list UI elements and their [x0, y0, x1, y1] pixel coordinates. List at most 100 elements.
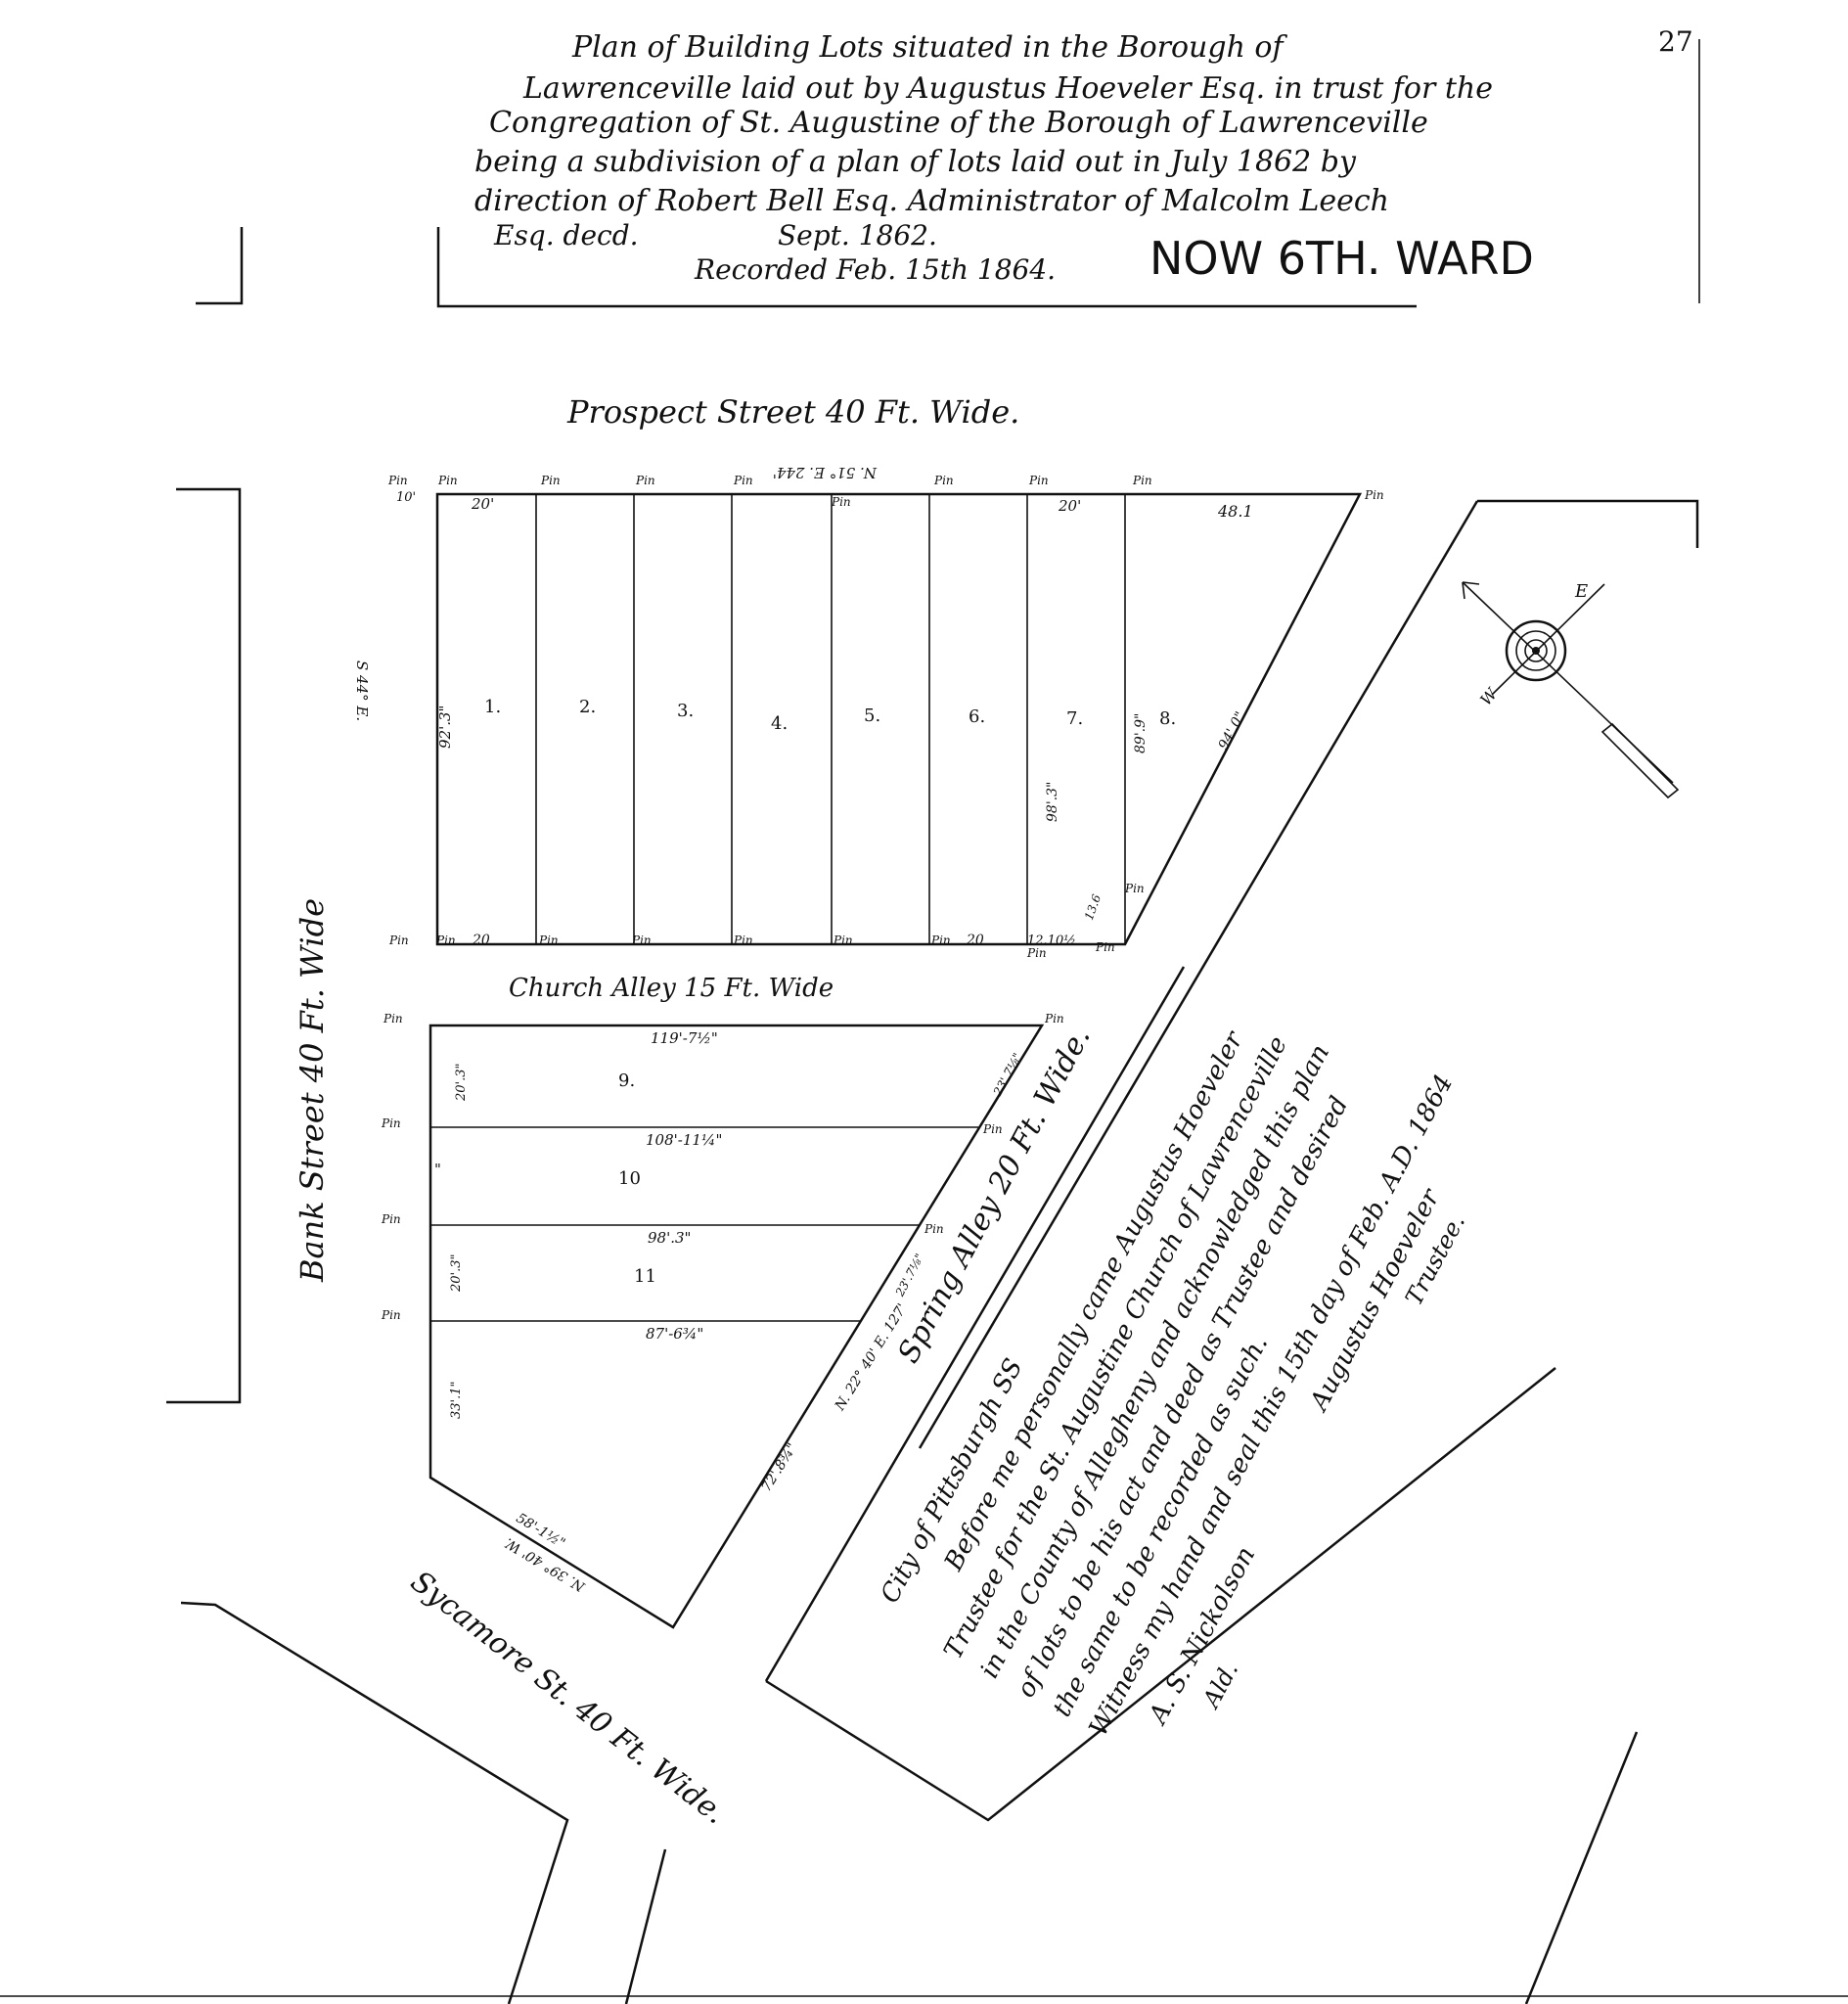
- pin-top-5-below: Pin: [831, 495, 851, 509]
- bank-street-label: Bank Street 40 Ft. Wide: [293, 898, 331, 1283]
- lot9-left-dim: 20'.3": [454, 1064, 469, 1103]
- pin-lot10-left: Pin: [381, 1116, 401, 1130]
- compass-cross-line: [1491, 583, 1605, 696]
- left-side-dim: 92'.3": [436, 706, 454, 749]
- compass-east-label: E: [1574, 581, 1588, 602]
- left-offset-dim: 10': [396, 490, 416, 505]
- pin-lot10-right: Pin: [982, 1122, 1003, 1136]
- title-frame: [436, 227, 1417, 308]
- lot-number-2: 2.: [579, 697, 596, 717]
- pin-bottom-4: Pin: [733, 934, 753, 947]
- top-front-dim: 20': [471, 495, 494, 513]
- ack-witness-title: Ald.: [1196, 1658, 1243, 1713]
- pin-bottom-3: Pin: [631, 934, 652, 947]
- recorded-date: Recorded Feb. 15th 1864.: [694, 253, 1056, 286]
- lower-diag-dim: 72'.8¾": [758, 1440, 800, 1494]
- ward-stamp: NOW 6TH. WARD: [1149, 232, 1534, 285]
- lot10-left-ditto: ": [434, 1161, 441, 1178]
- pin-top-left-outer: Pin: [387, 474, 408, 487]
- pin-lower-left-top: Pin: [383, 1012, 403, 1025]
- pin-bottom-8: Pin: [1095, 940, 1115, 954]
- lot9-top-dim: 119'-7½": [651, 1029, 718, 1047]
- top-front-dim-7: 20': [1058, 497, 1081, 515]
- lot11-top-dim: 98'.3": [648, 1229, 691, 1247]
- pin-bottom-2: Pin: [538, 934, 559, 947]
- left-bearing-dim: S 44° E.: [353, 660, 371, 721]
- lower-block-outline: [428, 1024, 1045, 1629]
- compass-west-label: W: [1476, 684, 1502, 709]
- lot-number-10: 10: [618, 1168, 641, 1189]
- pin-top-7: Pin: [1028, 474, 1049, 487]
- lot10-top-dim: 108'-11¼": [646, 1131, 722, 1149]
- title-line-5: direction of Robert Bell Esq. Administra…: [474, 184, 1389, 218]
- lot11-left-dim: 20'.3": [449, 1254, 464, 1294]
- lot-number-7: 7.: [1066, 708, 1083, 729]
- lot8-depth-dim: 94'.0": [1216, 709, 1249, 752]
- lot-number-6: 6.: [969, 706, 985, 727]
- prospect-street-label: Prospect Street 40 Ft. Wide.: [566, 393, 1019, 431]
- lot-number-8: 8.: [1159, 708, 1176, 729]
- sycamore-lower-line: [624, 1848, 667, 2004]
- east-block-outline: [764, 966, 1556, 1822]
- lot-number-9: 9.: [618, 1070, 635, 1091]
- pin-top-1: Pin: [437, 474, 458, 487]
- pin-top-2: Pin: [540, 474, 561, 487]
- title-line-3: Congregation of St. Augustine of the Bor…: [489, 106, 1428, 140]
- lot-number-11: 11: [634, 1266, 656, 1287]
- pin-corner-8: Pin: [1124, 882, 1145, 895]
- spring-alley-label: Spring Alley 20 Ft. Wide.: [891, 1022, 1098, 1369]
- pin-top-3: Pin: [635, 474, 655, 487]
- lot-number-1: 1.: [484, 697, 501, 717]
- title-line-2: Lawrenceville laid out by Augustus Hoeve…: [522, 71, 1493, 106]
- title-line-4: being a subdivision of a plan of lots la…: [474, 145, 1357, 179]
- bottom-front-dim-7: 12.10½: [1027, 934, 1076, 948]
- bank-street-west-line: [166, 487, 242, 1404]
- bottom-corner-dim: 13.6: [1082, 892, 1104, 922]
- sheet-number: 27: [1658, 25, 1693, 58]
- street-lines: [0, 227, 1848, 2004]
- lower-bottom-bearing: N. 39° 40' W.: [503, 1534, 589, 1595]
- pin-lot11-right: Pin: [924, 1222, 944, 1236]
- pin-bottom-1: Pin: [435, 934, 456, 947]
- title-block: Plan of Building Lots situated in the Bo…: [436, 30, 1700, 308]
- top-bearing-dim: N. 51° E. 244': [773, 464, 878, 481]
- north-arrow-icon: [1462, 581, 1480, 600]
- pin-top-right: Pin: [1364, 488, 1384, 502]
- pin-lot12-left: Pin: [381, 1308, 401, 1322]
- right-step-dim-1: 23'.7⅛": [990, 1051, 1024, 1099]
- spring-alley-east-line: [1477, 499, 1699, 548]
- church-alley-label: Church Alley 15 Ft. Wide: [509, 974, 834, 1003]
- lot-number-4: 4.: [771, 713, 788, 734]
- sycamore-street-label: Sycamore St. 40 Ft. Wide.: [404, 1565, 732, 1832]
- title-line-6: Esq. decd.: [493, 219, 639, 251]
- pin-bottom-7: Pin: [1026, 946, 1047, 960]
- ack-line-5: of lots to be his act and deed as Truste…: [1012, 1092, 1355, 1703]
- compass-ring-outer: [1505, 619, 1567, 682]
- pin-top-8: Pin: [1132, 474, 1152, 487]
- pin-lower-right-top: Pin: [1044, 1012, 1064, 1025]
- pin-lot11-left: Pin: [381, 1212, 401, 1226]
- lot12-top-dim: 87'-6¾": [646, 1325, 703, 1343]
- spring-alley-diagonal-east: [918, 500, 1479, 1449]
- compass-center: [1532, 647, 1540, 655]
- pin-top-6: Pin: [933, 474, 954, 487]
- compass-rose: E W: [1462, 581, 1680, 799]
- pin-bottom-6: Pin: [930, 934, 951, 947]
- lot-number-5: 5.: [864, 706, 880, 726]
- title-date: Sept. 1862.: [778, 219, 937, 251]
- bottom-front-dim-6: 20: [966, 933, 984, 948]
- bank-street-upper-line: [196, 227, 244, 305]
- right-step-dim-2: 23'.7⅛": [892, 1252, 926, 1299]
- lot6-depth-dim: 98'.3": [1045, 782, 1060, 822]
- lot-number-3: 3.: [677, 701, 694, 721]
- top-end-dim: 48.1: [1217, 502, 1253, 521]
- sycamore-east-line: [1524, 1731, 1639, 2004]
- compass-ring-mid: [1515, 630, 1556, 671]
- lower-diag-bearing: N. 22° 40' E. 127': [832, 1301, 911, 1415]
- pin-top-4: Pin: [733, 474, 753, 487]
- pin-bottom-5: Pin: [833, 934, 853, 947]
- compass-ring-inner: [1524, 639, 1548, 662]
- sycamore-upper-line: [180, 1601, 569, 2004]
- title-line-1: Plan of Building Lots situated in the Bo…: [571, 30, 1287, 65]
